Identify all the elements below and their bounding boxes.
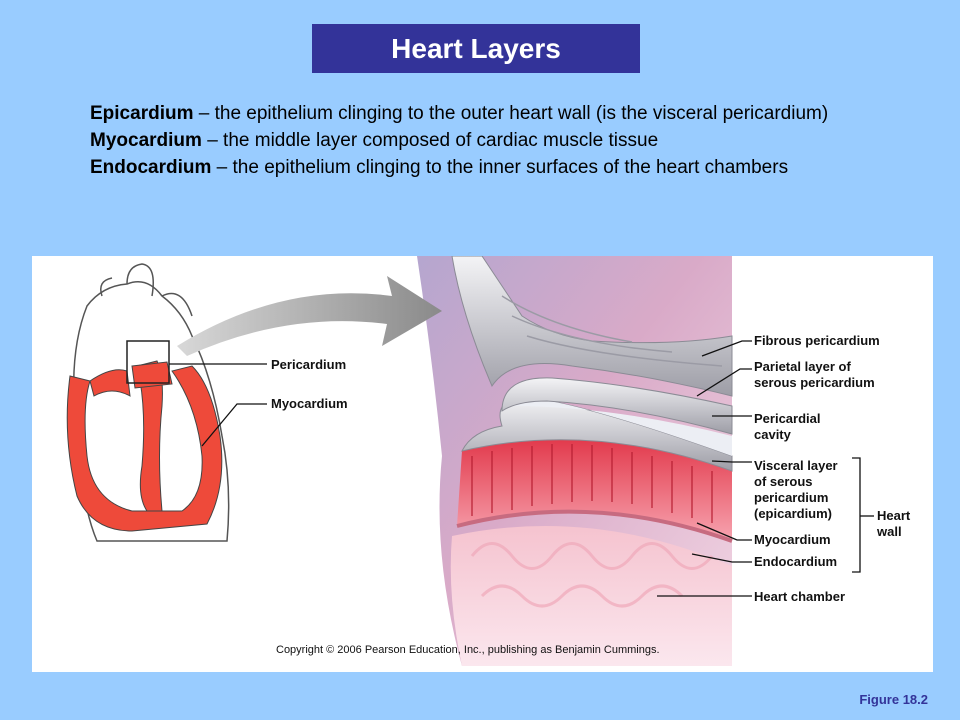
label-line: wall	[877, 524, 902, 539]
label-pericardial-cavity: Pericardial cavity	[754, 411, 821, 443]
left-leader-lines	[169, 363, 267, 447]
term-epicardium: Epicardium	[90, 103, 194, 124]
right-leader-lines	[657, 340, 874, 597]
label-pericardium: Pericardium	[271, 357, 347, 372]
label-heart-wall: Heart wall	[877, 508, 910, 540]
label-line: Heart	[877, 508, 911, 523]
label-parietal-layer: Parietal layer of serous pericardium	[754, 359, 875, 391]
label-fibrous-pericardium: Fibrous pericardium	[754, 333, 880, 348]
term-endocardium: Endocardium	[90, 157, 212, 178]
myocardium-wall	[66, 365, 223, 532]
slide-title: Heart Layers	[312, 24, 640, 73]
label-line: of serous	[754, 474, 813, 489]
label-line: Pericardial	[754, 411, 821, 426]
heart-layers-figure: Pericardium Myocardium Fibrous pericardi…	[32, 256, 933, 672]
definitions-list: Epicardium – the epithelium clinging to …	[90, 100, 890, 181]
definition-myocardium: Myocardium – the middle layer composed o…	[90, 127, 890, 154]
definition-text: – the middle layer composed of cardiac m…	[201, 130, 659, 151]
label-visceral-layer: Visceral layer of serous pericardium (ep…	[754, 458, 838, 522]
label-myocardium-right: Myocardium	[754, 532, 831, 547]
label-heart-chamber: Heart chamber	[754, 589, 846, 604]
label-line: Visceral layer	[754, 458, 838, 473]
heart-diagram	[66, 263, 442, 542]
label-line: (epicardium)	[754, 506, 833, 521]
copyright-notice: Copyright © 2006 Pearson Education, Inc.…	[276, 644, 660, 656]
tissue-section	[417, 256, 733, 666]
definition-text: – the epithelium clinging to the outer h…	[193, 103, 829, 124]
term-myocardium: Myocardium	[90, 130, 202, 151]
label-line: cavity	[754, 427, 791, 442]
zoom-box	[126, 340, 170, 384]
definition-endocardium: Endocardium – the epithelium clinging to…	[90, 154, 890, 181]
zoom-arrow	[177, 276, 442, 356]
label-endocardium: Endocardium	[754, 554, 838, 569]
label-myocardium-left: Myocardium	[271, 396, 348, 411]
definition-text: – the epithelium clinging to the inner s…	[211, 157, 789, 178]
label-line: Parietal layer of	[754, 359, 851, 374]
label-line: serous pericardium	[754, 375, 875, 390]
figure-number: Figure 18.2	[859, 692, 928, 707]
definition-epicardium: Epicardium – the epithelium clinging to …	[90, 100, 890, 127]
heart-illustration	[66, 256, 874, 666]
label-line: pericardium	[754, 490, 829, 505]
